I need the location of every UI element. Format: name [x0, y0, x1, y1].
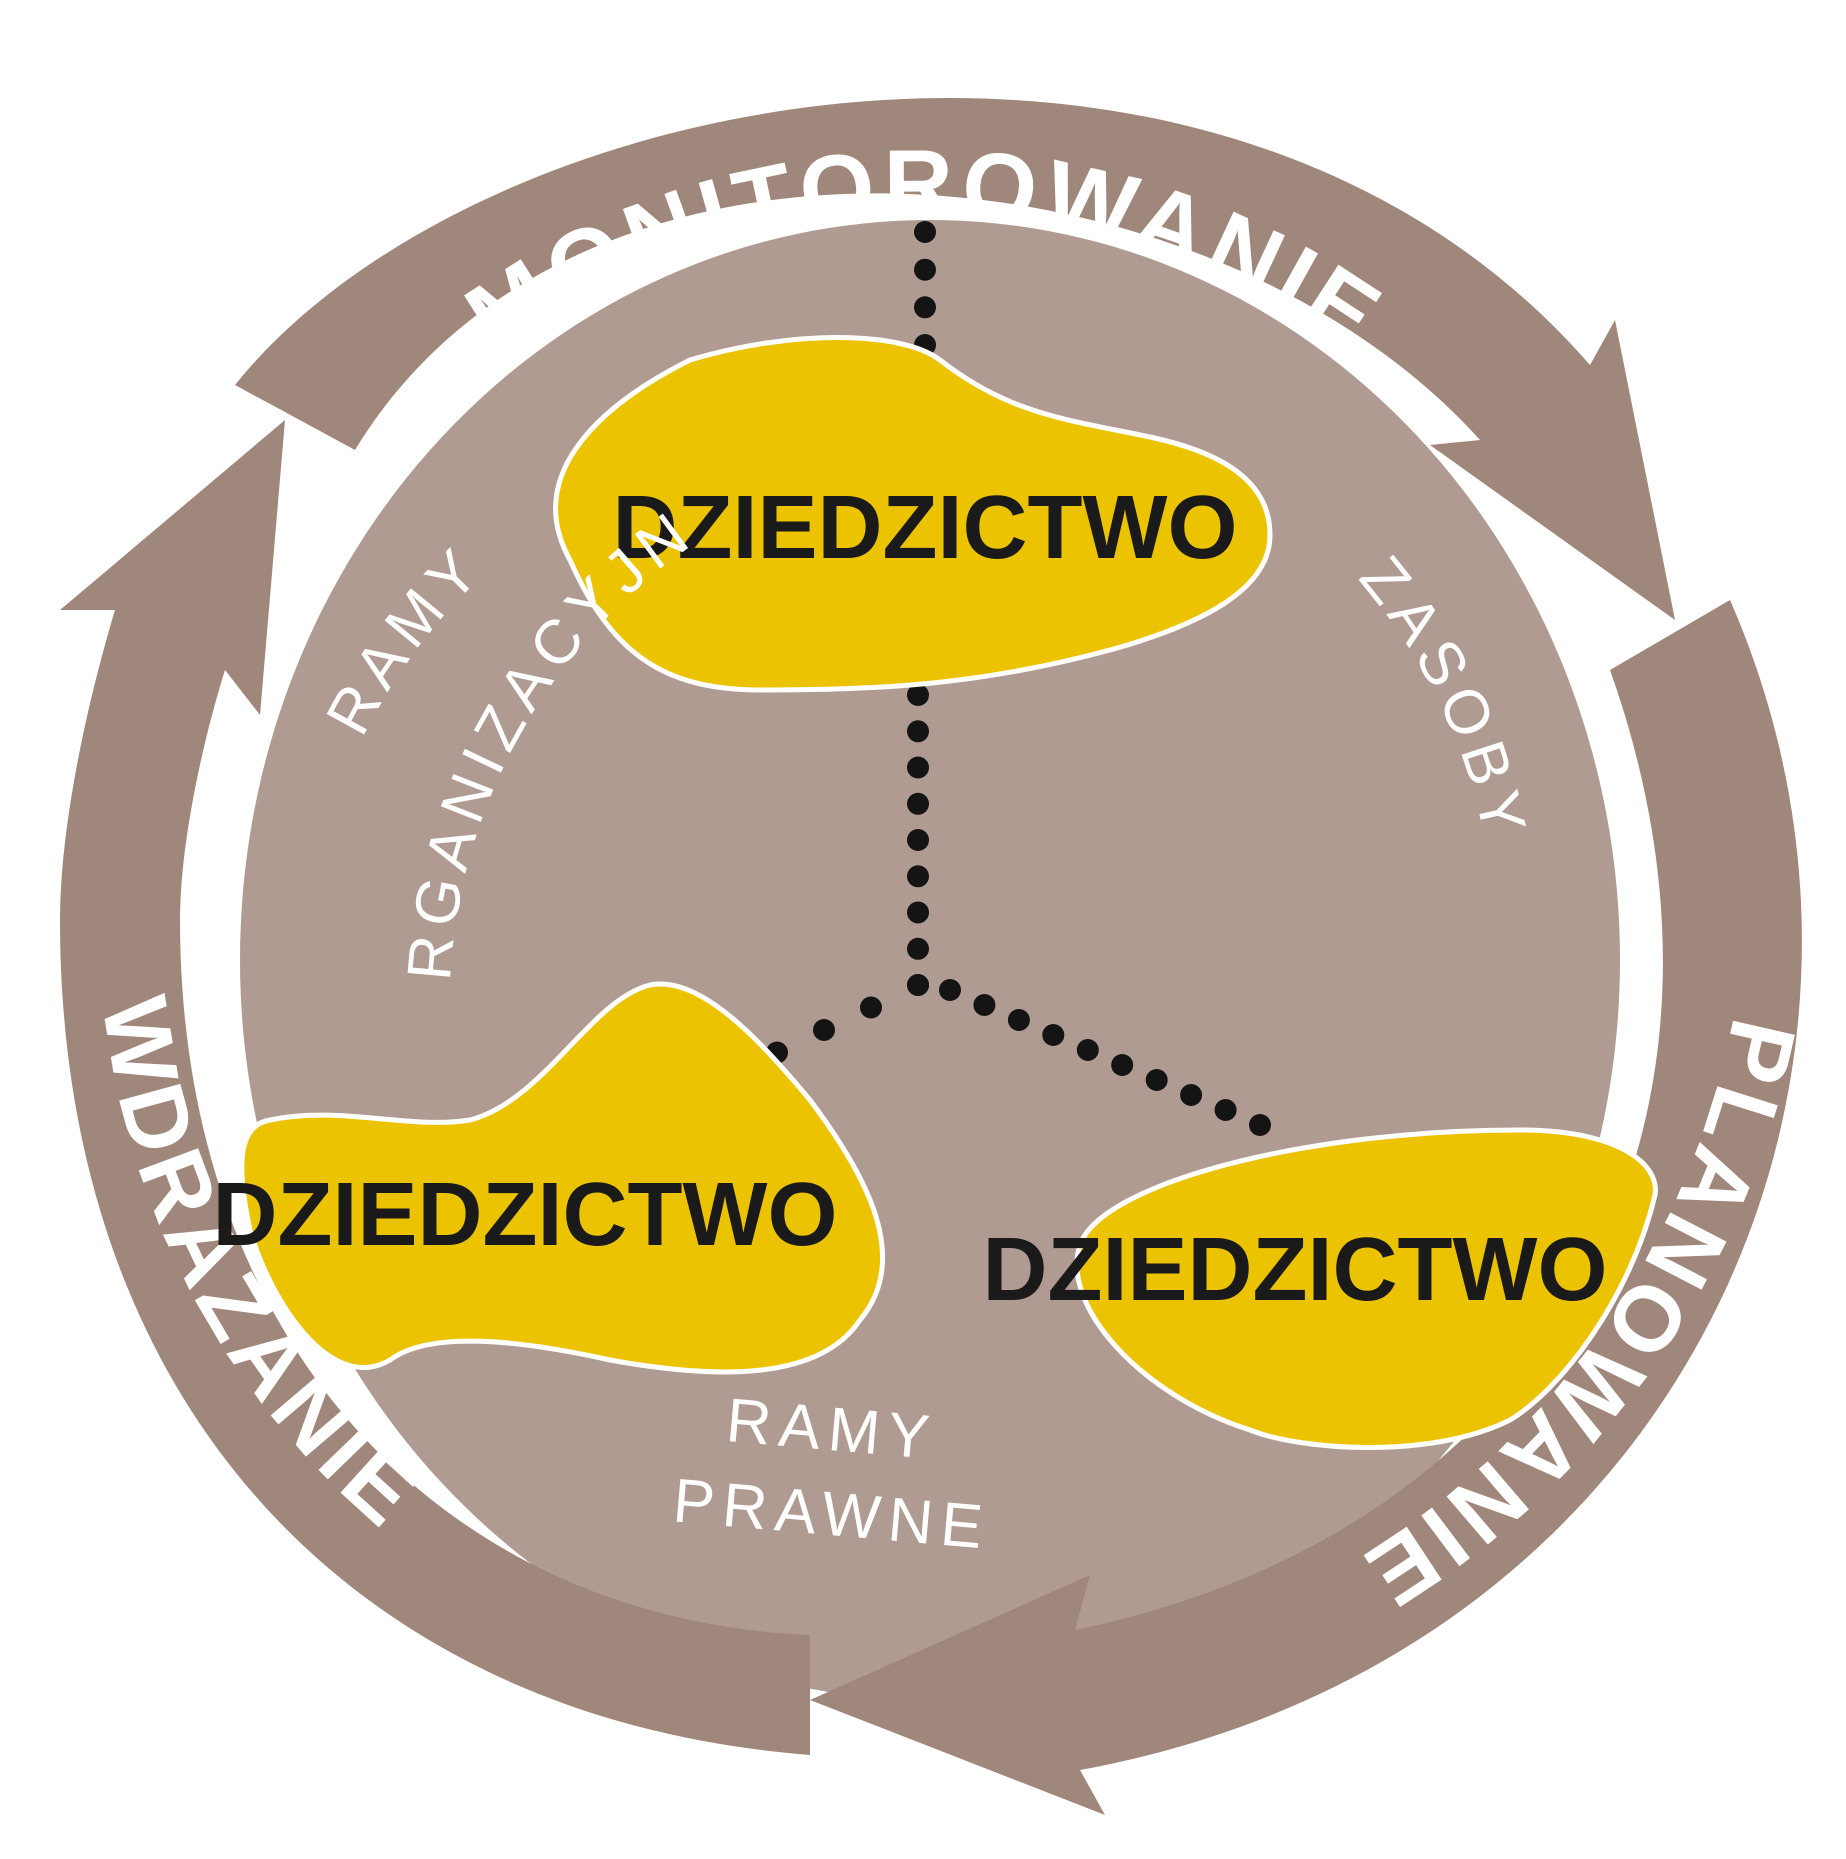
blob-left-label: DZIEDZICTWO	[213, 1165, 838, 1265]
connector-dot	[907, 792, 929, 815]
connector-dot	[907, 901, 929, 924]
connector-dot	[1111, 1054, 1134, 1076]
connector-dot	[1007, 1009, 1030, 1031]
connector-dot	[1214, 1099, 1237, 1121]
connector-dot	[1076, 1039, 1099, 1061]
connector-dot	[1145, 1069, 1168, 1091]
connector-dot	[914, 258, 936, 281]
connector-dot	[939, 979, 961, 1001]
arrow-implementation	[60, 420, 810, 1755]
connector-dot	[813, 1019, 835, 1041]
connector-dot	[907, 829, 929, 851]
arrow-planning	[810, 600, 1802, 1815]
dotted-connectors	[719, 221, 1271, 1136]
connector-dot	[860, 996, 882, 1019]
arrow-monitoring	[235, 98, 1675, 620]
connector-dot	[907, 974, 929, 996]
connector-dot	[1042, 1024, 1065, 1046]
blob-top-label: DZIEDZICTWO	[613, 478, 1238, 578]
blob-right-label: DZIEDZICTWO	[983, 1220, 1608, 1320]
connector-dot	[907, 720, 929, 743]
connector-dot	[907, 865, 929, 888]
connector-dot	[914, 296, 936, 319]
connector-dot	[1249, 1114, 1271, 1136]
blob-top	[553, 335, 1273, 693]
connector-dot	[973, 994, 996, 1016]
connector-dot	[907, 937, 929, 960]
blob-left	[239, 981, 886, 1375]
connector-dot	[1180, 1084, 1203, 1106]
connector-dot	[914, 221, 936, 243]
connector-dot	[907, 684, 929, 706]
connector-dot	[907, 756, 929, 779]
blob-right	[1074, 1127, 1658, 1450]
